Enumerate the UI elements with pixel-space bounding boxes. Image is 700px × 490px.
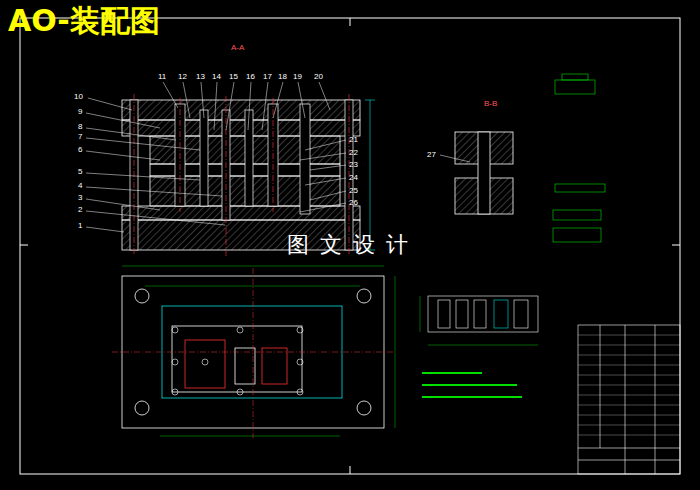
callout-number: 24 — [349, 174, 358, 182]
callout-number: 18 — [278, 73, 287, 81]
callout-number: 23 — [349, 161, 358, 169]
callout-number: 12 — [178, 73, 187, 81]
section-label: A-A — [231, 44, 244, 52]
callout-number: 2 — [78, 206, 82, 214]
section-label: B-B — [484, 100, 497, 108]
callout-number: 9 — [78, 108, 82, 116]
callout-number: 11 — [158, 73, 166, 81]
callout-number: 4 — [78, 182, 82, 190]
callout-number: 27 — [427, 151, 436, 159]
callout-number: 20 — [314, 73, 323, 81]
callout-number: 25 — [349, 187, 358, 195]
callout-number: 1 — [78, 222, 82, 230]
callout-number: 21 — [349, 136, 358, 144]
callout-number: 16 — [246, 73, 255, 81]
callout-number: 10 — [74, 93, 83, 101]
watermark: 图 文 设 计 — [287, 234, 410, 256]
callout-number: 26 — [349, 199, 358, 207]
callout-number: 13 — [196, 73, 205, 81]
sheet-title: AO-装配图 — [8, 6, 160, 36]
callout-number: 22 — [349, 149, 358, 157]
callout-number: 17 — [263, 73, 272, 81]
callout-number: 3 — [78, 194, 82, 202]
callout-number: 14 — [212, 73, 221, 81]
callout-number: 6 — [78, 146, 82, 154]
callout-number: 7 — [78, 133, 82, 141]
callout-number: 15 — [229, 73, 238, 81]
callout-number: 19 — [293, 73, 302, 81]
callout-number: 5 — [78, 168, 82, 176]
callout-number: 8 — [78, 123, 82, 131]
